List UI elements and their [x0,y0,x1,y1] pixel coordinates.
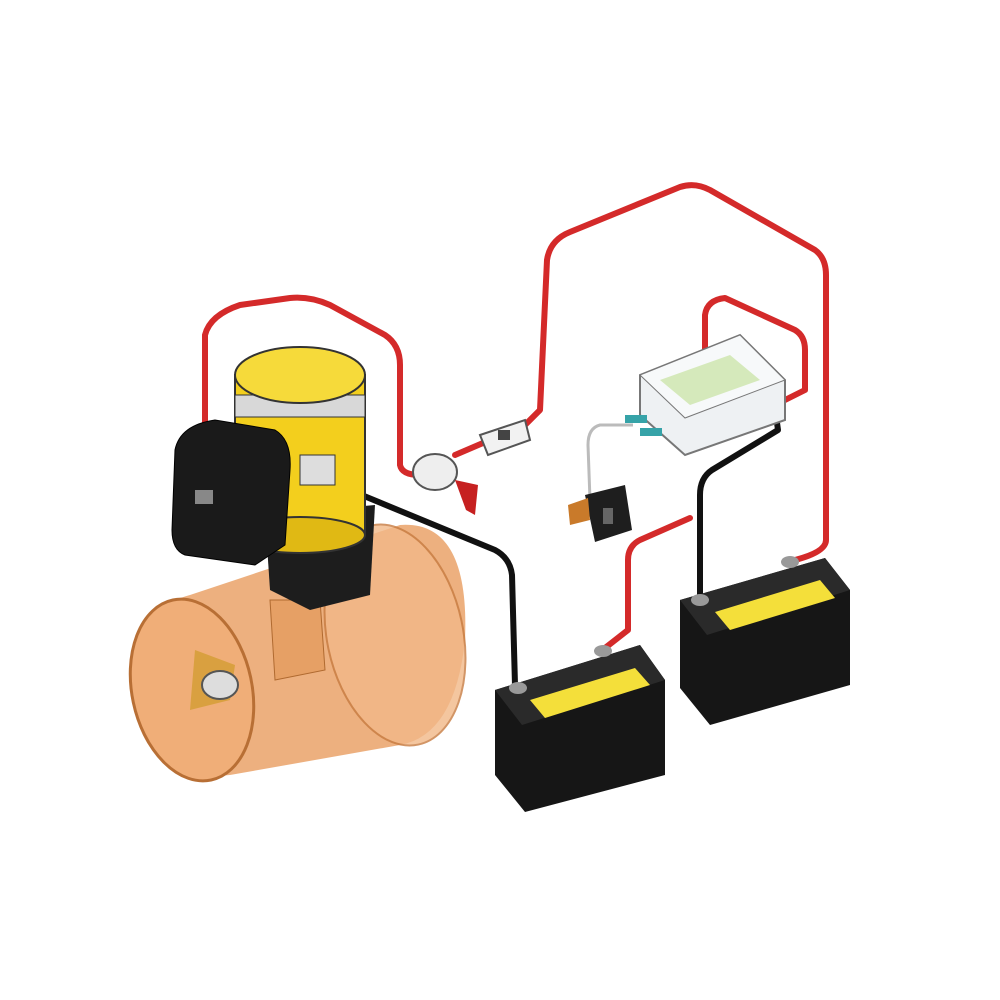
motor-control-box [171,419,291,566]
positive-cable-battery2 [522,182,829,563]
negative-cable-battery1 [327,479,518,688]
battery-main-switch [412,453,478,515]
thruster-control-panel [568,485,632,542]
battery-1-label [530,668,650,718]
fuse-holder [478,418,532,457]
battery-2-label [715,580,835,630]
positive-cable-motor [202,294,423,478]
motor-terminal [299,454,336,486]
propeller-hub [201,670,239,700]
positive-cable-controlbox [702,295,808,403]
battery-1 [495,645,665,812]
negative-cable-battery2 [697,405,781,603]
thruster-motor [171,346,375,610]
control-box [625,333,786,457]
negative-cables [327,405,781,688]
battery-2 [680,556,850,725]
positive-cables [202,182,829,651]
control-wire [586,423,633,501]
control-box-label [195,490,213,504]
positive-cable-battery1 [602,515,693,651]
